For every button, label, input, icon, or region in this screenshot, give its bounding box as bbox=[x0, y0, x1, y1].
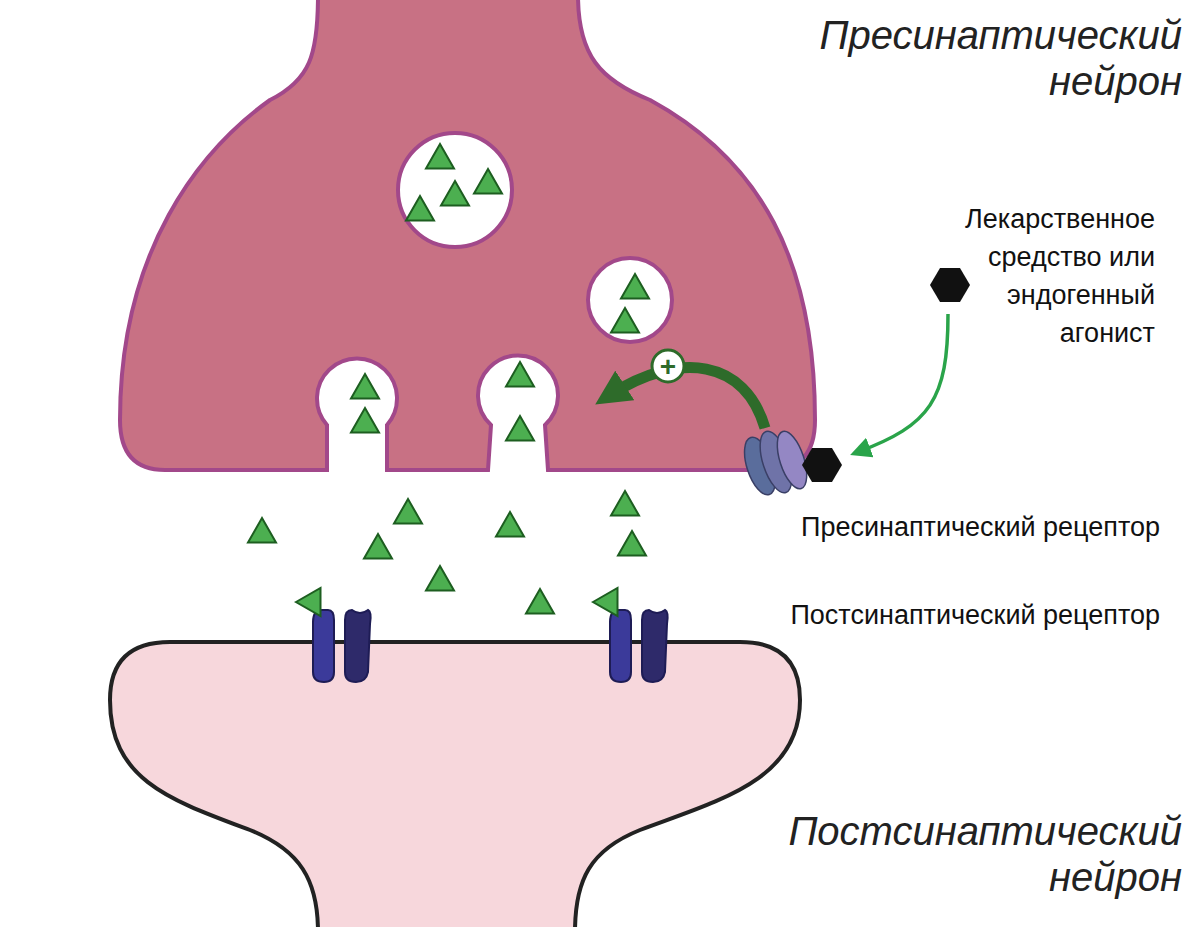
neurotransmitter bbox=[426, 566, 454, 591]
plus-label: + bbox=[652, 348, 684, 386]
receptor-label: Пресинаптический рецептор bbox=[801, 508, 1160, 546]
presynaptic-receptor bbox=[738, 428, 812, 499]
neurotransmitter bbox=[611, 491, 639, 516]
neurotransmitter bbox=[496, 512, 524, 537]
neuron-heading: Пресинаптический нейрон bbox=[782, 12, 1182, 104]
neuron-name: Постсинаптический нейрон bbox=[742, 808, 1182, 900]
neurotransmitter bbox=[506, 362, 534, 387]
neurotransmitter bbox=[248, 518, 276, 543]
neuron-name: Пресинаптический нейрон bbox=[782, 12, 1182, 104]
postsynaptic-neuron bbox=[110, 642, 800, 927]
neurotransmitter bbox=[506, 416, 534, 441]
neurotransmitters bbox=[248, 144, 649, 616]
neurotransmitter bbox=[351, 408, 379, 433]
postsynaptic-receptor bbox=[610, 610, 668, 682]
facilitation-arrow bbox=[610, 368, 765, 428]
neurotransmitter bbox=[441, 181, 469, 206]
presynaptic-neuron bbox=[120, 0, 815, 470]
neurotransmitter bbox=[364, 534, 392, 559]
binding-arrow bbox=[858, 314, 948, 452]
neurotransmitter bbox=[394, 499, 422, 524]
drug-label: Лекарственное средство или эндогенный аг… bbox=[965, 200, 1155, 352]
neurotransmitter bbox=[351, 374, 379, 399]
neurotransmitter bbox=[406, 196, 434, 221]
neurotransmitter bbox=[526, 589, 554, 614]
vesicle bbox=[588, 258, 672, 342]
postsynaptic-receptor bbox=[313, 610, 371, 682]
neurotransmitter bbox=[426, 144, 454, 169]
neurotransmitter bbox=[611, 308, 639, 333]
neurotransmitter bbox=[621, 274, 649, 299]
neurotransmitter bbox=[593, 588, 618, 616]
drug-molecule bbox=[802, 448, 842, 482]
neurotransmitter bbox=[618, 531, 646, 556]
neurotransmitter bbox=[296, 588, 321, 616]
drug-molecule bbox=[930, 268, 970, 302]
vesicle bbox=[398, 133, 512, 247]
neuron-heading: Постсинаптический нейрон bbox=[742, 808, 1182, 900]
receptor-label: Постсинаптический рецептор bbox=[790, 596, 1160, 634]
neurotransmitter bbox=[474, 169, 502, 194]
